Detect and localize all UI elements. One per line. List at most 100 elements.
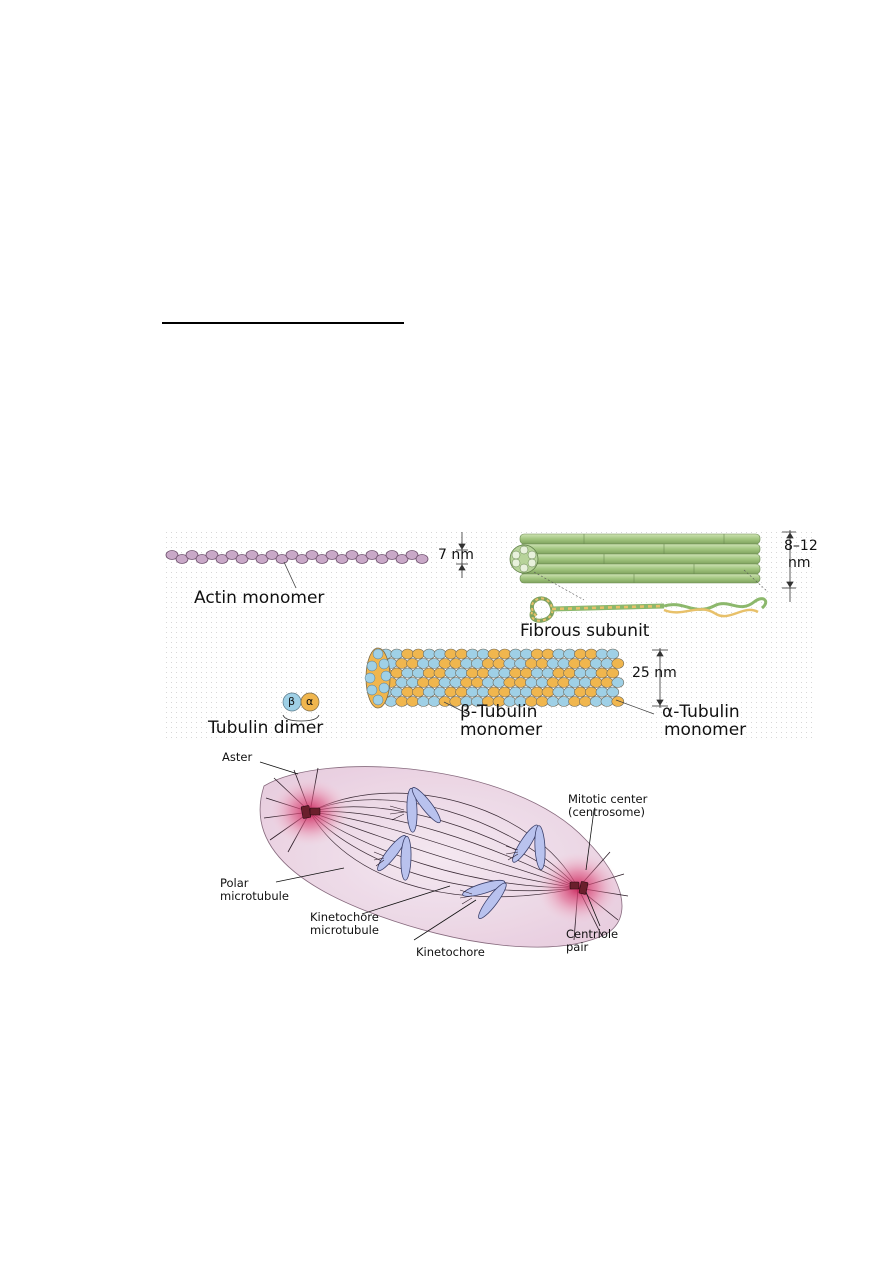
- tubulin-bead: [471, 658, 484, 669]
- tubulin-bead: [492, 677, 506, 688]
- tubulin-bead: [557, 696, 571, 707]
- centriole-label: Centriole: [566, 927, 619, 941]
- tubulin-bead: [406, 658, 419, 669]
- cytoskeleton-filaments-figure: Actin monomer 7 nm Fibrous subunit 8–12 …: [164, 530, 818, 740]
- tubulin-bead: [535, 677, 549, 688]
- tubulin-bead: [427, 696, 441, 707]
- beta-tubulin-label: β-Tubulin: [460, 702, 538, 722]
- tubulin-bead: [579, 658, 592, 669]
- tubulin-bead: [541, 648, 555, 660]
- actin-dimension-marker: [456, 532, 468, 578]
- tubulin-bead: [395, 696, 409, 707]
- alpha-tubulin-monomer-label: monomer: [664, 720, 747, 740]
- tubulin-bead: [535, 696, 549, 707]
- tubulin-bead: [611, 658, 625, 669]
- tubulin-bead: [455, 667, 468, 679]
- centrosome-label: (centrosome): [568, 805, 645, 819]
- tubulin-bead: [530, 648, 544, 660]
- tubulin-bead: [503, 677, 517, 688]
- tubulin-bead: [546, 696, 560, 707]
- alpha-tubulin-label: α-Tubulin: [662, 702, 740, 722]
- spindle-illustration: [259, 761, 629, 948]
- tubulin-bead: [412, 686, 425, 698]
- tubulin-bead: [422, 648, 436, 660]
- tubulin-bead: [579, 677, 592, 688]
- tubulin-bead: [422, 667, 436, 679]
- tubulin-bead: [595, 686, 609, 698]
- tubulin-bead: [525, 677, 538, 688]
- tubulin-bead: [487, 686, 501, 698]
- tubulin-bead: [476, 686, 490, 698]
- tubulin-bead: [584, 667, 598, 679]
- tubulin-bead: [514, 658, 527, 669]
- tubulin-bead: [595, 667, 609, 679]
- tubulin-bead: [520, 648, 533, 660]
- tubulin-bead: [530, 686, 544, 698]
- fibrous-subunit-label: Fibrous subunit: [520, 621, 650, 641]
- tubulin-bead: [498, 686, 512, 698]
- tubulin-bead: [557, 658, 571, 669]
- tubulin-bead: [589, 696, 603, 707]
- tubulin-bead: [535, 658, 549, 669]
- tubulin-bead: [438, 658, 452, 669]
- tubulin-bead: [466, 648, 479, 660]
- aster-label: Aster: [222, 750, 253, 764]
- tubulin-bead: [476, 648, 490, 660]
- tubulin-bead: [520, 667, 533, 679]
- tubulin-bead: [541, 667, 555, 679]
- microtubule: [364, 647, 655, 715]
- tubulin-bead: [481, 677, 495, 688]
- tubulin-bead: [552, 686, 566, 698]
- tubulin-bead: [574, 648, 587, 660]
- polar-microtubule-label: microtubule: [220, 889, 289, 903]
- tubulin-bead: [492, 658, 506, 669]
- tubulin-bead: [574, 667, 587, 679]
- tubulin-bead: [563, 667, 576, 679]
- tubulin-bead: [606, 686, 620, 698]
- heading-underline: [162, 322, 404, 324]
- tubulin-bead: [568, 658, 581, 669]
- intermediate-size-label-bottom: nm: [788, 555, 811, 571]
- tubulin-bead: [460, 677, 473, 688]
- tubulin-bead: [509, 686, 522, 698]
- tubulin-bead: [417, 677, 430, 688]
- tubulin-dimer-label: Tubulin dimer: [208, 718, 324, 738]
- tubulin-bead: [541, 686, 555, 698]
- tubulin-bead: [444, 667, 458, 679]
- tubulin-bead: [401, 686, 414, 698]
- mitotic-spindle-figure: Aster Mitotic center (centrosome) Polar …: [214, 748, 654, 966]
- tubulin-bead: [520, 686, 533, 698]
- tubulin-bead: [595, 648, 609, 660]
- tubulin-bead: [412, 648, 425, 660]
- tubulin-bead: [466, 686, 479, 698]
- tubulin-bead: [422, 686, 436, 698]
- tubulin-bead: [427, 658, 441, 669]
- tubulin-bead: [509, 648, 522, 660]
- tubulin-bead: [401, 648, 414, 660]
- mitotic-center-label: Mitotic center: [568, 792, 648, 806]
- tubulin-bead: [525, 658, 538, 669]
- tubulin-bead: [589, 658, 603, 669]
- tubulin-bead: [433, 667, 447, 679]
- tubulin-bead: [455, 648, 468, 660]
- tubulin-bead: [584, 686, 598, 698]
- tubulin-bead: [390, 648, 404, 660]
- kinetochore-microtubule-label-bottom: microtubule: [310, 923, 379, 937]
- microtubule-dimension-marker: [652, 648, 668, 708]
- tubulin-dimer-icon: [282, 692, 320, 722]
- tubulin-bead: [600, 658, 614, 669]
- tubulin-bead: [563, 648, 576, 660]
- tubulin-bead: [427, 677, 441, 688]
- polar-label: Polar: [220, 876, 249, 890]
- tubulin-bead: [498, 667, 512, 679]
- tubulin-bead: [401, 667, 414, 679]
- tubulin-bead: [514, 677, 527, 688]
- tubulin-bead: [568, 677, 581, 688]
- tubulin-bead: [487, 648, 501, 660]
- tubulin-bead: [487, 667, 501, 679]
- intermediate-filament: [509, 533, 769, 623]
- tubulin-bead: [546, 677, 560, 688]
- intermediate-size-label-top: 8–12: [784, 538, 818, 554]
- tubulin-bead: [568, 696, 581, 707]
- tubulin-bead: [563, 686, 576, 698]
